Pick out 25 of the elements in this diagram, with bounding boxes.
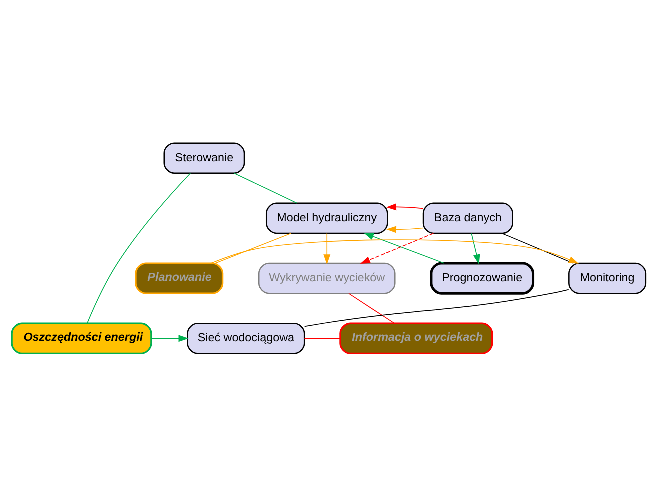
node-box: Model hydrauliczny <box>266 202 388 234</box>
node-box: Baza danych <box>422 202 514 234</box>
connector <box>348 293 395 324</box>
connector <box>234 173 298 204</box>
node-box: Sieć wodociągowa <box>187 323 306 354</box>
arrow <box>360 233 434 264</box>
node-box: Oszczędności energii <box>11 322 152 354</box>
connector <box>304 338 341 340</box>
arrow <box>211 240 579 264</box>
arrow <box>386 204 424 211</box>
node-box: Wykrywanie wycieków <box>258 262 396 294</box>
node-box: Planowanie <box>135 262 224 294</box>
arrow <box>471 233 480 265</box>
node-box: Monitoring <box>568 262 647 294</box>
arrow <box>324 233 331 265</box>
connector <box>86 173 191 324</box>
node-box: Prognozowanie <box>430 262 535 295</box>
connector <box>304 289 570 328</box>
connector <box>502 233 574 264</box>
arrow <box>151 335 189 342</box>
arrow <box>364 233 445 264</box>
node-box: Informacja o wyciekach <box>340 322 494 354</box>
connector <box>215 233 292 264</box>
node-box: Sterowanie <box>164 142 246 174</box>
arrow <box>386 226 424 234</box>
